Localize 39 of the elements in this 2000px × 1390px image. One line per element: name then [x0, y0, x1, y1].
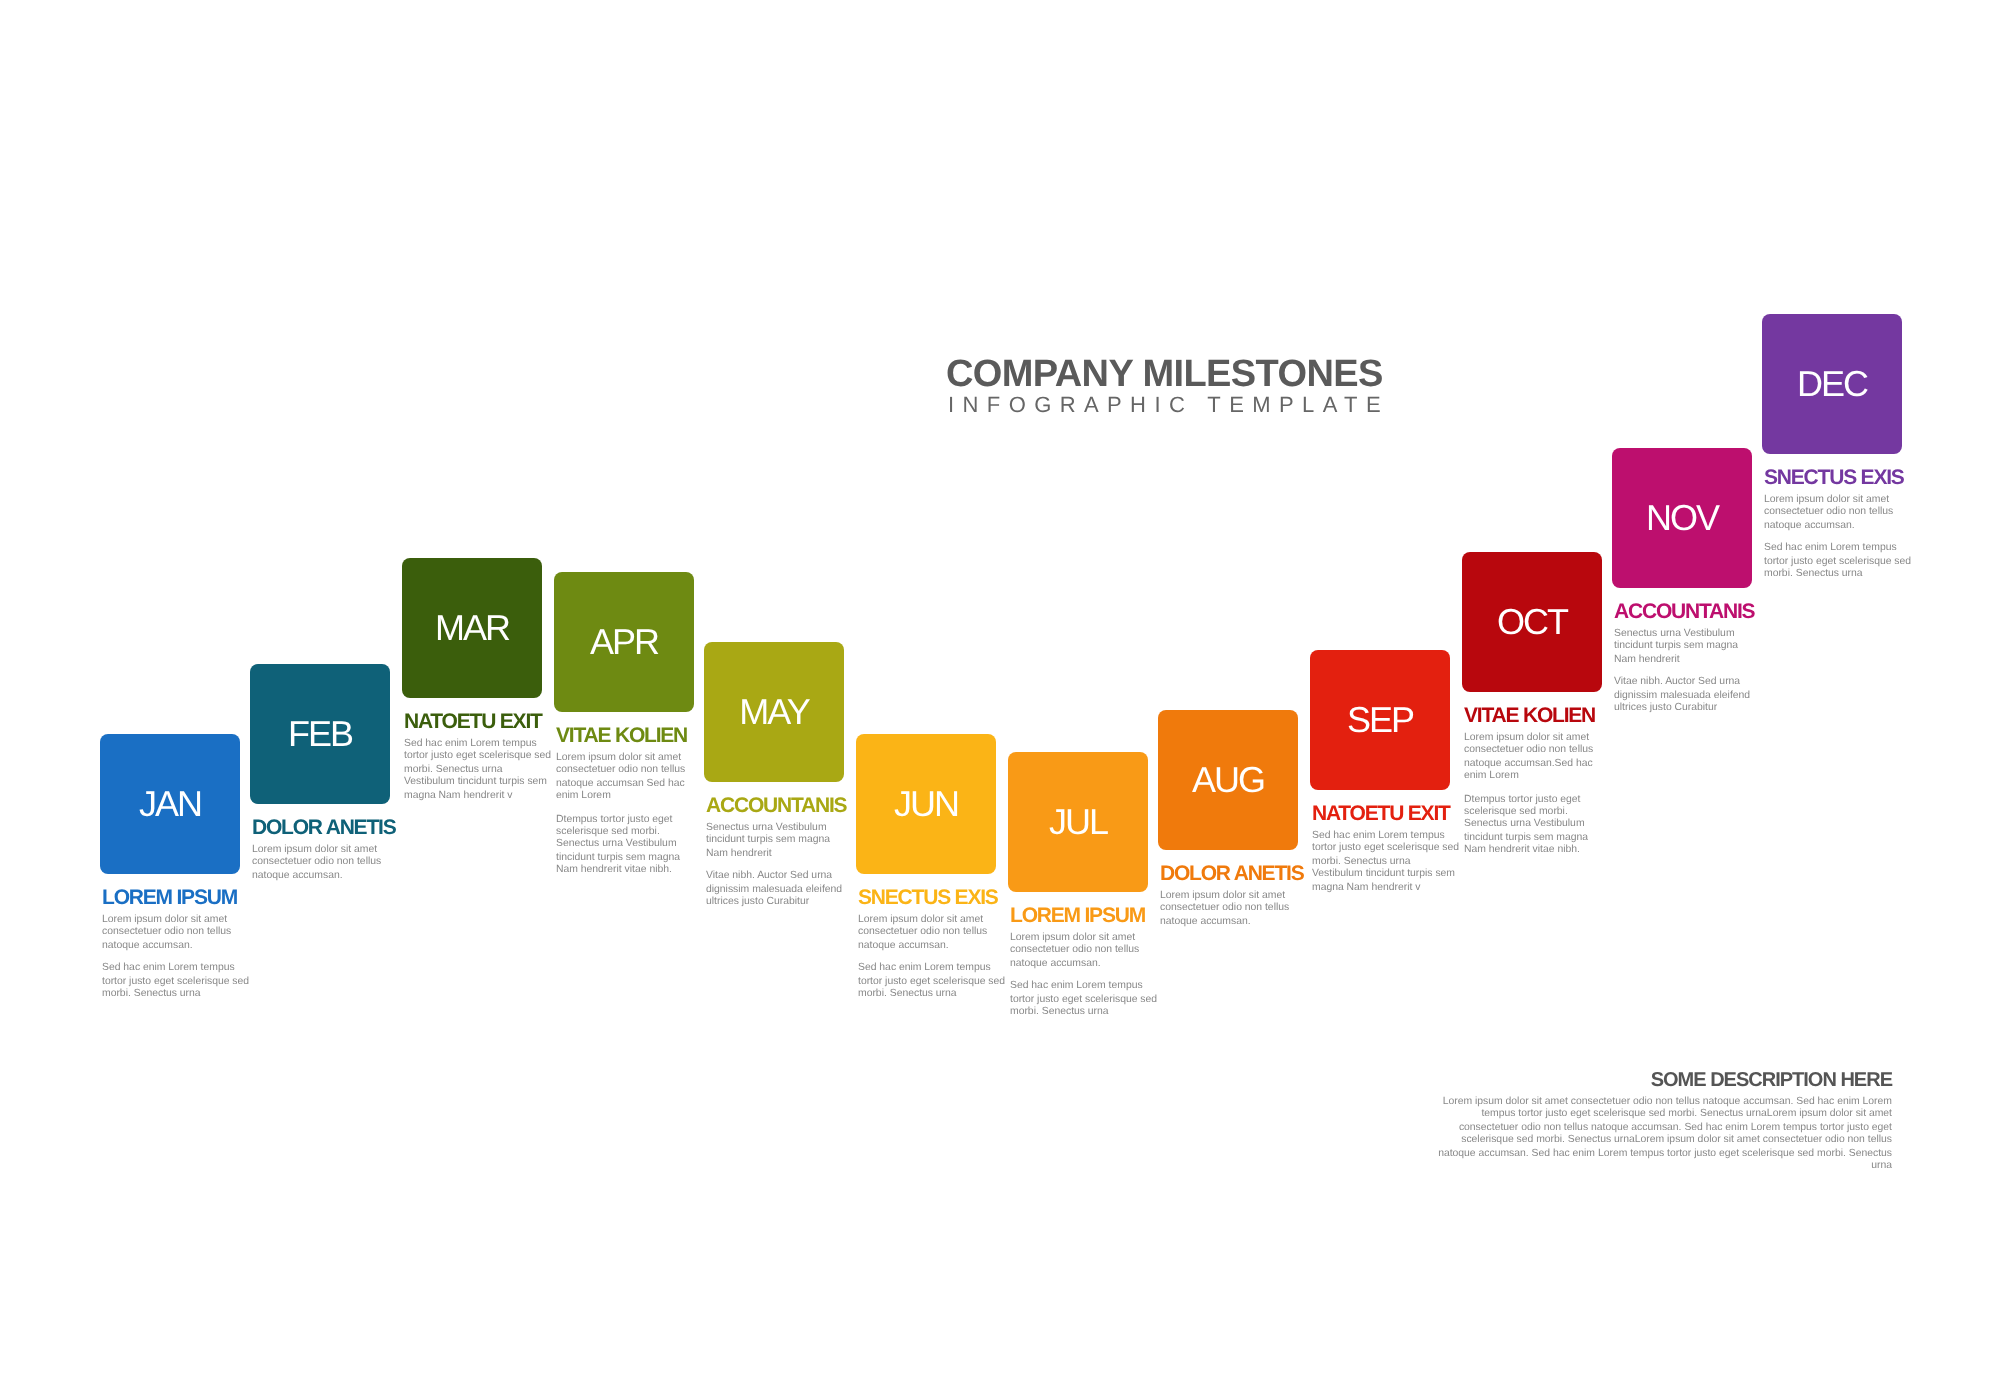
subtitle: INFOGRAPHIC TEMPLATE: [948, 394, 1390, 418]
month-label: NOV: [1645, 497, 1718, 539]
month-label: APR: [589, 621, 658, 663]
month-label: MAY: [739, 691, 809, 733]
month-box: [1008, 752, 1148, 892]
milestone-heading: LOREM IPSUM: [102, 886, 237, 910]
month-box: [1158, 710, 1298, 850]
month-label: JUL: [1048, 801, 1107, 843]
month-box: [1310, 650, 1450, 790]
month-box: [1762, 314, 1902, 454]
milestone-heading: LOREM IPSUM: [1010, 904, 1145, 928]
month-label: MAR: [435, 607, 509, 649]
milestone-heading: VITAE KOLIEN: [556, 724, 688, 748]
month-label: OCT: [1497, 601, 1567, 643]
month-box: [402, 558, 542, 698]
month-label: AUG: [1191, 759, 1264, 801]
month-box: [704, 642, 844, 782]
month-label: SEP: [1346, 699, 1414, 741]
milestone-heading: DOLOR ANETIS: [252, 816, 396, 840]
milestone-heading: ACCOUNTANIS: [706, 794, 847, 818]
milestone-heading: NATOETU EXIT: [1312, 802, 1450, 826]
month-label: DEC: [1796, 363, 1867, 405]
description-heading: SOME DESCRIPTION HERE: [1650, 1070, 1892, 1092]
month-box: [1612, 448, 1752, 588]
month-box: [1462, 552, 1602, 692]
month-box: [554, 572, 694, 712]
milestone-heading: VITAE KOLIEN: [1464, 704, 1596, 728]
title: COMPANY MILESTONES: [946, 354, 1383, 396]
milestone-heading: SNECTUS EXIS: [858, 886, 998, 910]
month-label: FEB: [287, 713, 352, 755]
month-box: [250, 664, 390, 804]
month-label: JAN: [138, 783, 201, 825]
milestone-heading: ACCOUNTANIS: [1614, 600, 1755, 624]
month-label: JUN: [894, 783, 958, 825]
milestone-heading: NATOETU EXIT: [404, 710, 542, 734]
milestone-heading: SNECTUS EXIS: [1764, 466, 1904, 490]
month-box: [100, 734, 240, 874]
milestone-heading: DOLOR ANETIS: [1160, 862, 1304, 886]
month-box: [856, 734, 996, 874]
